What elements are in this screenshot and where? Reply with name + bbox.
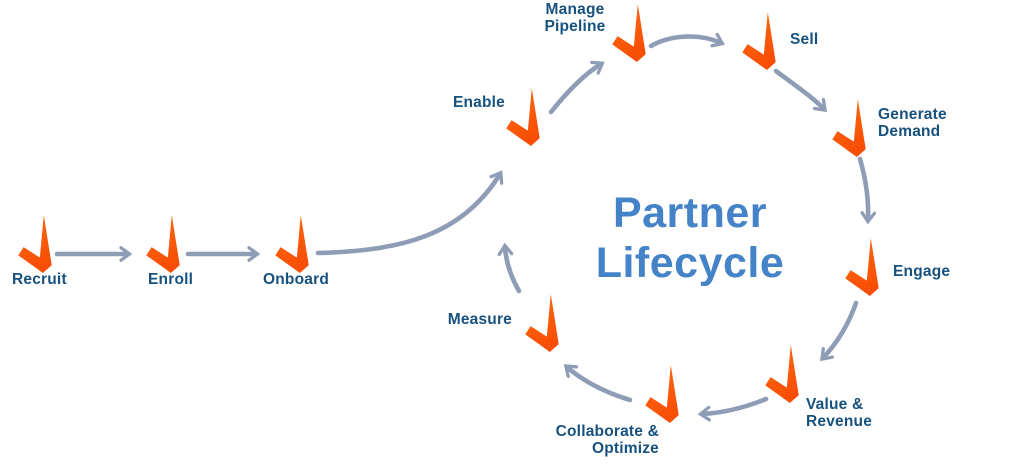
check-flag-icon-measure (523, 294, 561, 352)
stage-label-enroll: Enroll (148, 271, 194, 288)
arrow-sell-generate-demand (773, 68, 824, 109)
arrow-measure-enable (505, 247, 522, 294)
stage-label-generate-demand: Generate Demand (878, 106, 947, 140)
check-flag-icon-collaborate-optimize (643, 365, 681, 423)
stage-label-value-revenue: Value & Revenue (806, 396, 873, 430)
arrow-generate-demand-engage (857, 156, 868, 220)
stage-label-manage-pipeline: Manage Pipeline (544, 1, 606, 35)
check-flag-icon-sell (740, 12, 778, 70)
arrow-value-revenue-collaborate (702, 396, 769, 414)
stage-label-sell: Sell (790, 31, 819, 48)
stage-label-enable: Enable (452, 94, 505, 111)
check-flag-icon-onboard (273, 215, 311, 273)
check-flag-icon-generate-demand (830, 99, 868, 157)
arrow-collaborate-measure (567, 367, 633, 403)
check-flag-icon-enroll (144, 215, 182, 273)
arrow-manage-pipeline-sell (648, 37, 721, 49)
arrow-engage-value-revenue (823, 300, 859, 358)
stage-label-onboard: Onboard (263, 271, 329, 288)
stage-label-measure: Measure (447, 311, 512, 328)
arrow-onboard-enable (315, 174, 500, 256)
stage-label-collaborate-optimize: Collaborate & Optimize (555, 423, 659, 457)
stage-label-engage: Engage (893, 263, 951, 280)
stage-label-recruit: Recruit (12, 271, 67, 288)
arrow-enable-manage-pipeline (548, 64, 601, 115)
check-flag-icon-enable (504, 88, 542, 146)
check-flag-icon-engage (843, 238, 881, 296)
check-flag-icon-recruit (16, 215, 54, 273)
diagram-title: Partner Lifecycle (595, 189, 785, 287)
check-flag-icon-value-revenue (763, 345, 801, 403)
